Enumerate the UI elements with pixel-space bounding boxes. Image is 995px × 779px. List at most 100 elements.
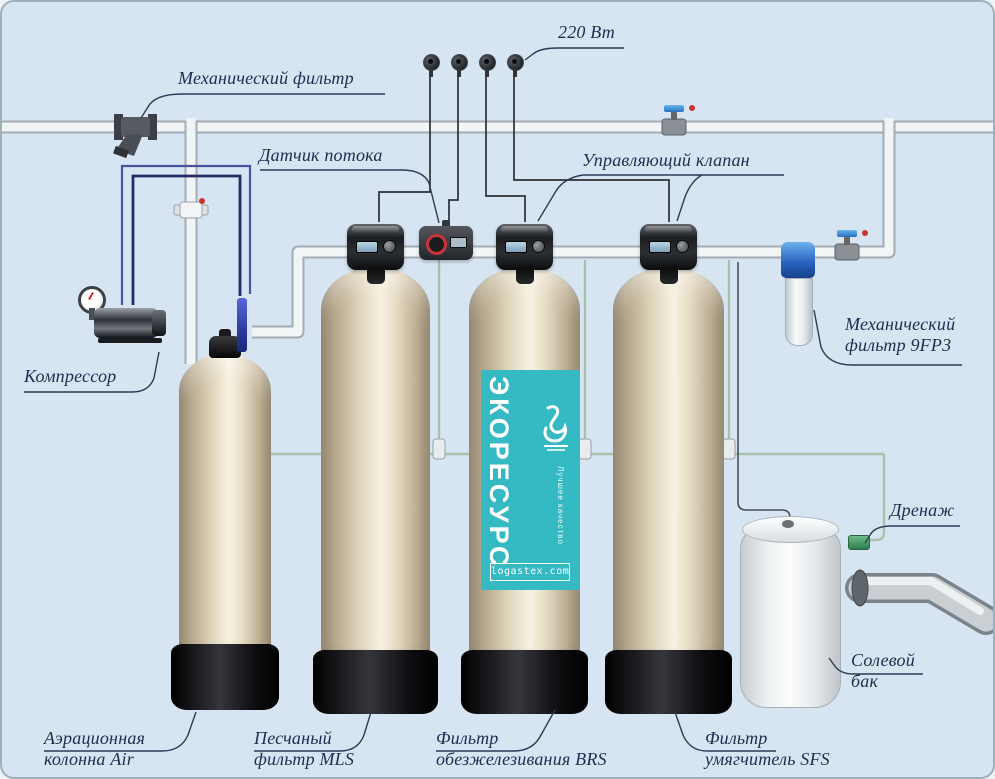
label-line: колонна Air [44, 749, 134, 770]
power-socket-2 [451, 54, 468, 77]
compressor-endcap [152, 310, 166, 336]
label-line: обезжелезивания BRS [436, 749, 607, 770]
valve-display [356, 241, 378, 253]
power-socket-3 [479, 54, 496, 77]
tank-body [321, 268, 430, 660]
label-line: Солевой [851, 650, 915, 670]
fitting-body [179, 201, 203, 219]
drain-mini-valve [432, 438, 446, 460]
label-line: фильтр MLS [254, 749, 355, 770]
tank-base [171, 644, 279, 710]
drain-mini-valve [722, 438, 736, 460]
valve-neck [366, 269, 385, 284]
label-iron-removal-brs: Фильтр обезжелезивания BRS [436, 728, 607, 770]
label-line: Механический [845, 314, 956, 334]
wire-socket-to-head2 [378, 72, 431, 222]
label-sand-filter-mls: Песчаный фильтр MLS [254, 728, 354, 770]
cartridge-filter-9fp3 [781, 242, 815, 350]
valve-handle [664, 105, 684, 112]
label-mechanical-filter-9fp3: Механический фильтр 9FP3 [845, 314, 955, 356]
valve-body [661, 118, 687, 136]
watermark-site: logastex.com [490, 563, 570, 581]
label-mechanical-filter: Механический фильтр [178, 68, 354, 88]
label-line: фильтр 9FP3 [845, 335, 952, 356]
label-aeration-column: Аэрационная колонна Air [44, 728, 145, 770]
tank-body [613, 268, 724, 660]
valve-body [834, 243, 860, 261]
label-line: умягчитель SFS [705, 749, 830, 770]
brine-line [737, 262, 791, 526]
watermark-brand: ЭКОРЕСУРС [484, 376, 514, 569]
wire-socket-to-head3 [485, 72, 526, 222]
valve-display [649, 241, 671, 253]
label-compressor: Компрессор [24, 366, 117, 386]
valve-knob [676, 240, 689, 253]
flow-sensor-dial [426, 234, 447, 255]
tank-base [605, 650, 732, 714]
tank-base [313, 650, 438, 714]
valve-knob [383, 240, 396, 253]
compressor-body [94, 308, 158, 338]
control-valve-head-sfs [640, 224, 697, 284]
label-line: Аэрационная [44, 728, 146, 748]
control-valve-head-brs [496, 224, 553, 284]
air-tube-outer [120, 164, 252, 305]
label-line: Фильтр [436, 728, 499, 748]
tank-softener-sfs [605, 268, 732, 714]
aeration-column-cap [209, 329, 241, 358]
power-wires [378, 72, 670, 225]
valve-handle [837, 230, 857, 237]
air-tubing [120, 164, 252, 305]
filter-housing [785, 278, 813, 346]
label-line: бак [851, 671, 879, 692]
watermark-tagline: Лучшее качество [556, 466, 565, 545]
salt-tank-port [782, 520, 794, 528]
power-socket-1 [423, 54, 440, 77]
label-drainage: Дренаж [890, 500, 955, 520]
salt-tank [740, 516, 841, 708]
main-pipes [2, 118, 993, 364]
drain-pipe-inner [848, 576, 993, 632]
valve-neck [515, 269, 534, 284]
flow-sensor-display [450, 237, 467, 248]
filter-head [781, 242, 815, 278]
valve-display [505, 241, 527, 253]
valve-neck [659, 269, 678, 284]
ball-valve-right-pipe [834, 230, 868, 261]
strainer-flange [148, 114, 157, 140]
strainer-body [121, 117, 150, 137]
compressor-mount [98, 338, 162, 343]
label-control-valve: Управляющий клапан [582, 150, 750, 170]
compressor [78, 286, 178, 348]
valve-knob [532, 240, 545, 253]
tank-body [179, 354, 271, 656]
drain-tube-outlet [866, 454, 886, 542]
sewer-drain-pipe [845, 569, 993, 635]
label-power-220w: 220 Вт [558, 22, 615, 42]
valve-stem [844, 237, 850, 245]
air-injector [237, 298, 247, 352]
pipe-manifold [252, 118, 894, 337]
flow-sensor [419, 220, 473, 260]
gauge-stem [89, 308, 95, 320]
label-line: Фильтр [705, 728, 768, 748]
valve-red-dot [862, 230, 868, 236]
label-line: Песчаный [254, 728, 332, 748]
wire-socket-to-flow-sensor [448, 72, 459, 225]
tank-sand-filter-mls [313, 268, 438, 714]
strainer-flange [114, 114, 123, 140]
mechanical-filter-strainer [113, 114, 157, 159]
swan-logo-icon [543, 405, 568, 451]
tank-aeration-column-air [171, 354, 279, 714]
tank-base [461, 650, 588, 714]
label-flow-sensor: Датчик потока [259, 145, 383, 165]
drain-pipe-highlight [856, 577, 984, 615]
valve-stem [671, 112, 677, 120]
left-pipe-fitting [173, 198, 209, 219]
drain-mini-valve [578, 438, 592, 460]
drain-pipe-flange [851, 569, 869, 607]
power-socket-4 [507, 54, 524, 77]
control-valve-head-mls [347, 224, 404, 284]
watermark: ЭКОРЕСУРС Лучшее качество logastex.com [481, 370, 580, 590]
